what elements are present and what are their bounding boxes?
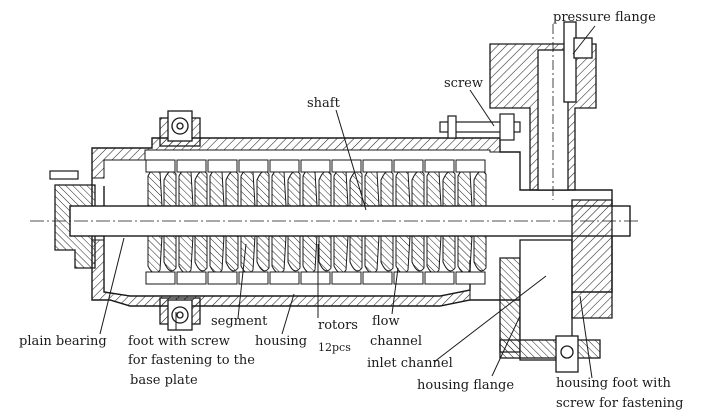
leader-lines <box>99 25 596 379</box>
label-rotors-count: 12pcs <box>318 341 351 354</box>
stage-7 <box>331 159 363 285</box>
inlet-section <box>499 199 613 373</box>
stage-10 <box>424 159 456 285</box>
stage-11 <box>455 159 487 285</box>
left-bolt <box>49 170 79 180</box>
label-rotors: rotors <box>318 318 358 333</box>
shaft <box>30 205 640 237</box>
label-pressure-flange: pressure flange <box>553 10 656 25</box>
stage-9 <box>393 159 425 285</box>
label-plain-bearing: plain bearing <box>19 334 107 349</box>
label-inlet-channel: inlet channel <box>367 356 453 371</box>
label-housing-flange: housing flange <box>417 378 515 393</box>
label-flow-line1: flow <box>372 314 400 329</box>
stage-4 <box>238 159 270 285</box>
label-housing-foot-line1: housing foot with <box>556 376 671 391</box>
label-flow-line2: channel <box>370 334 422 349</box>
stage-3 <box>207 159 239 285</box>
label-foot-line3: base plate <box>130 373 198 388</box>
top-foot <box>159 110 201 147</box>
stage-6 <box>300 159 332 285</box>
stage-1 <box>145 159 177 285</box>
stage-2 <box>176 159 208 285</box>
housing-hatch-bottom <box>91 239 471 307</box>
stage-5 <box>269 159 301 285</box>
label-shaft: shaft <box>307 96 340 111</box>
label-housing: housing <box>255 334 308 349</box>
stage-8 <box>362 159 394 285</box>
rotor-stages <box>145 159 487 285</box>
label-screw: screw <box>444 76 483 91</box>
bottom-foot <box>159 297 201 331</box>
label-foot-line1: foot with screw <box>128 334 230 349</box>
label-housing-foot-line2: screw for fastening <box>556 396 684 411</box>
discharge-branch <box>489 21 597 200</box>
label-segment: segment <box>211 314 268 329</box>
housing-hatch-top <box>91 137 501 179</box>
label-foot-line2: for fastening to the <box>128 353 255 368</box>
top-screw <box>439 113 521 141</box>
